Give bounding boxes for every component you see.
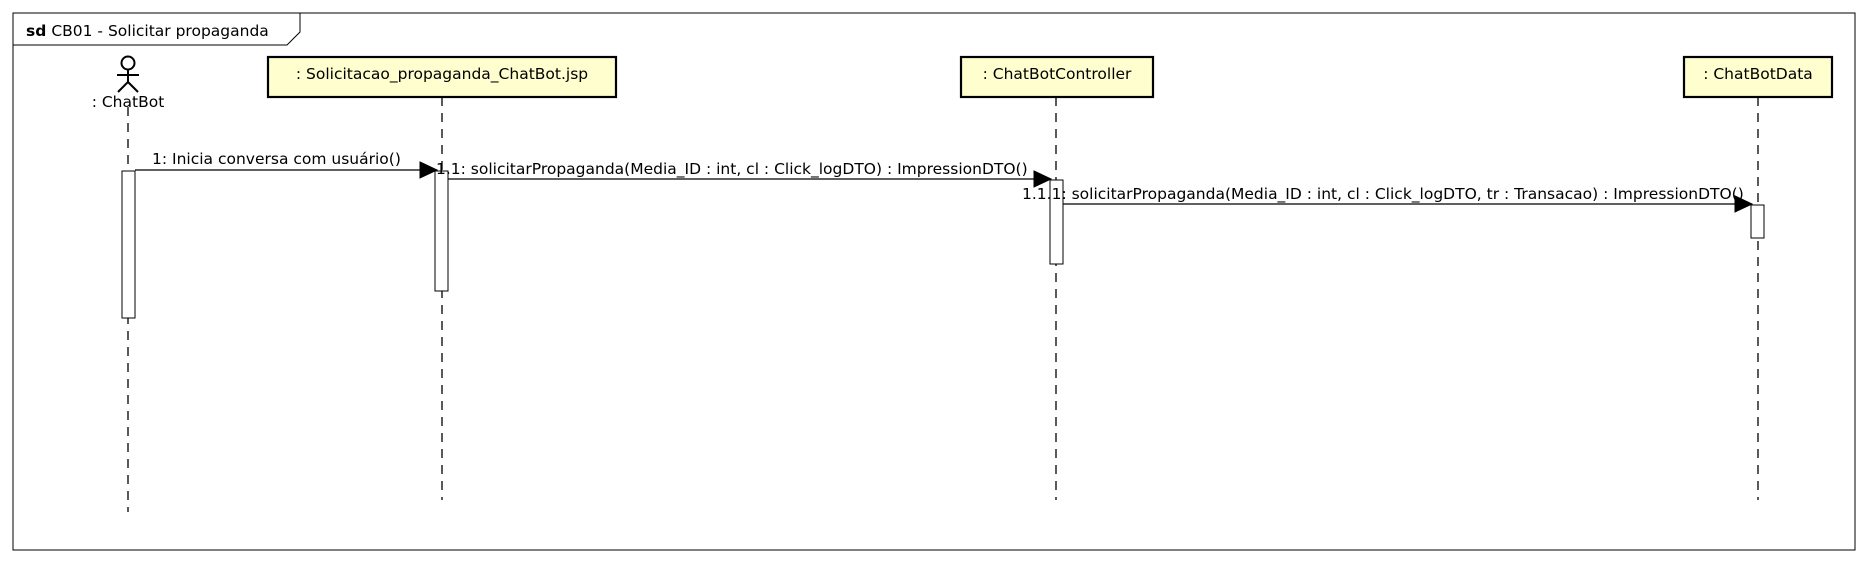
- activation-chatbot: [121, 170, 136, 319]
- message-1-1-1[interactable]: 1.1.1: solicitarPropaganda(Media_ID : in…: [1022, 185, 1754, 213]
- participant-jsp[interactable]: : Solicitacao_propaganda_ChatBot.jsp: [266, 55, 618, 99]
- message-1-1-1-label: 1.1.1: solicitarPropaganda(Media_ID : in…: [1022, 185, 1744, 204]
- participant-jsp-label: : Solicitacao_propaganda_ChatBot.jsp: [296, 65, 588, 84]
- actor-right-leg-icon: [127, 81, 139, 93]
- actor-left-leg-icon: [117, 81, 129, 93]
- activation-data: [1750, 204, 1765, 239]
- message-1-1-1-arrowhead-icon: [1734, 195, 1754, 213]
- message-1-1-arrowhead-icon: [1033, 170, 1053, 188]
- participant-controller[interactable]: : ChatBotController: [959, 55, 1155, 99]
- actor-chatbot-label: : ChatBot: [92, 93, 165, 111]
- message-1-arrowhead-icon: [419, 161, 439, 179]
- frame-title-text: CB01 - Solicitar propaganda: [51, 22, 268, 40]
- participant-controller-box: [959, 55, 1155, 99]
- message-1-1-label: 1.1: solicitarPropaganda(Media_ID : int,…: [436, 160, 1028, 179]
- participant-data[interactable]: : ChatBotData: [1682, 55, 1834, 99]
- participant-data-label: : ChatBotData: [1703, 65, 1813, 83]
- frame-keyword: sd: [26, 22, 46, 40]
- activation-controller: [1049, 179, 1064, 265]
- participant-jsp-box: [266, 55, 618, 99]
- participant-data-box: [1682, 55, 1834, 99]
- message-1-1[interactable]: 1.1: solicitarPropaganda(Media_ID : int,…: [436, 160, 1053, 188]
- frame-title-tab: [13, 13, 301, 46]
- participant-controller-label: : ChatBotController: [983, 65, 1132, 83]
- message-1[interactable]: 1: Inicia conversa com usuário(): [135, 150, 439, 179]
- frame-title: sd CB01 - Solicitar propaganda: [26, 22, 269, 40]
- activation-jsp: [434, 170, 449, 292]
- actor-chatbot[interactable]: : ChatBot: [92, 55, 165, 112]
- actor-head-icon: [120, 55, 136, 71]
- message-1-label: 1: Inicia conversa com usuário(): [152, 150, 401, 168]
- diagram-frame: [12, 12, 1856, 551]
